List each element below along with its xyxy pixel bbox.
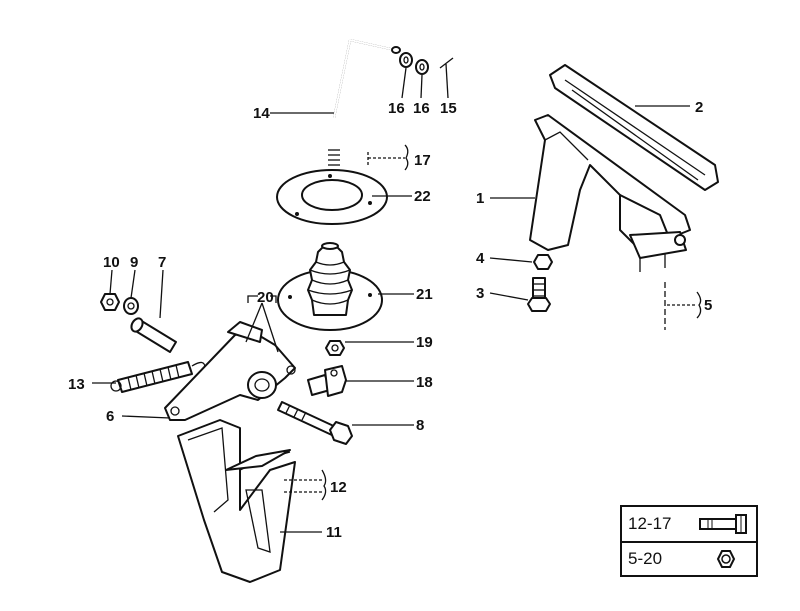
callout-14: 14	[253, 105, 270, 122]
callout-17: 17	[414, 152, 431, 169]
legend-row-bolt: 12-17	[622, 507, 756, 543]
callout-19: 19	[416, 334, 433, 351]
support-bracket-11[interactable]	[177, 419, 296, 583]
legend-label-bolt: 12-17	[628, 514, 672, 533]
nut-4[interactable]	[533, 254, 553, 270]
callout-21: 21	[416, 286, 433, 303]
callout-20: 20	[257, 289, 274, 306]
nut-icon	[716, 550, 736, 568]
callout-15: 15	[440, 100, 457, 117]
callout-11: 11	[326, 524, 342, 541]
callout-8: 8	[416, 417, 424, 434]
callout-6: 6	[106, 408, 114, 425]
ball-joint-18[interactable]	[307, 365, 347, 397]
callout-4: 4	[476, 250, 485, 267]
callout-10: 10	[103, 254, 120, 271]
lever-bracket-6[interactable]	[164, 321, 296, 421]
callout-9: 9	[130, 254, 138, 271]
washer-9[interactable]	[123, 297, 139, 315]
callout-2: 2	[695, 99, 703, 116]
callout-18: 18	[416, 374, 433, 391]
callout-3: 3	[476, 285, 484, 302]
nut-19[interactable]	[325, 340, 345, 356]
callout-1: 1	[476, 190, 484, 207]
washer-16a[interactable]	[399, 52, 413, 68]
bolt-icon	[699, 514, 747, 534]
pedal-arm-1[interactable]	[529, 114, 691, 272]
plate-ring-22[interactable]	[276, 169, 388, 225]
callout-16a: 16	[388, 100, 405, 117]
sleeve-7[interactable]	[129, 316, 177, 353]
callout-5: 5	[704, 297, 712, 314]
callout-22: 22	[414, 188, 431, 205]
bolt-3[interactable]	[527, 277, 551, 312]
bolt-8[interactable]	[277, 401, 353, 445]
nut-10[interactable]	[100, 293, 120, 311]
callout-labels: 14 16 16 15 17 22 21 19 18 8 20 1 2 4 3 …	[68, 99, 712, 541]
split-pin-15[interactable]	[439, 57, 454, 69]
pedal-pad-2[interactable]	[549, 64, 719, 191]
callout-13: 13	[68, 376, 85, 393]
spring-13[interactable]	[110, 361, 206, 393]
legend-row-nut: 5-20	[622, 542, 756, 576]
fastener-legend: 12-17 5-20	[620, 505, 758, 577]
rubber-boot-21[interactable]	[277, 242, 383, 331]
callout-16b: 16	[413, 100, 430, 117]
legend-label-nut: 5-20	[628, 549, 663, 568]
callout-12: 12	[330, 479, 347, 496]
leader-lines	[92, 63, 702, 533]
washer-16b[interactable]	[415, 59, 429, 75]
callout-7: 7	[158, 254, 166, 271]
